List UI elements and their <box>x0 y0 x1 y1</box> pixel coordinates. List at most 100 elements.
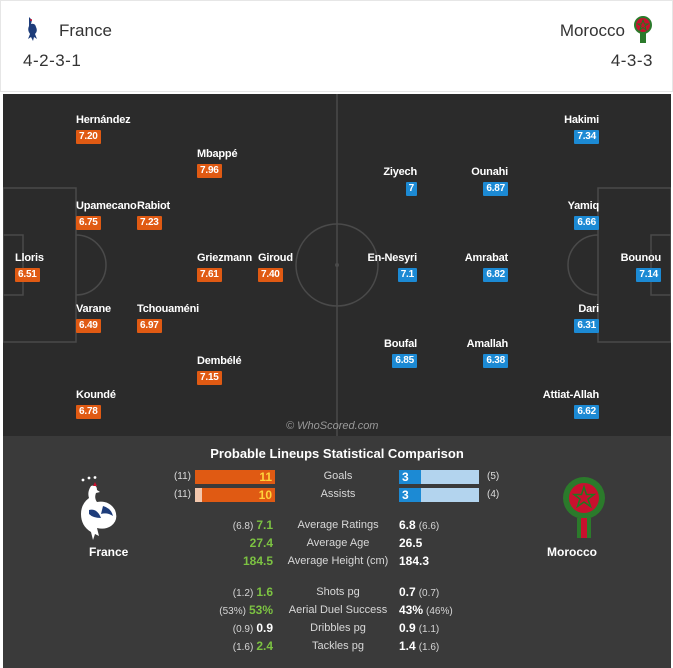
away-assists-previous: (4) <box>487 489 500 500</box>
player-rating: 6.38 <box>483 354 508 368</box>
stat-label: Average Age <box>306 537 370 549</box>
player-giroud[interactable]: Giroud 7.40 <box>258 252 293 282</box>
stat-row-average-age: 27.4 Average Age 26.5 <box>3 536 671 552</box>
player-tchouameni[interactable]: Tchouaméni 6.97 <box>137 303 199 333</box>
away-assists-value: 3 <box>402 488 409 502</box>
away-team-name[interactable]: Morocco <box>559 21 625 40</box>
player-name: Hakimi <box>564 114 599 126</box>
player-bounou[interactable]: Bounou 7.14 <box>621 252 661 282</box>
player-rating: 6.51 <box>15 268 40 282</box>
player-rating: 6.31 <box>574 319 599 333</box>
stat-label: Average Ratings <box>297 519 379 531</box>
home-team-name[interactable]: France <box>59 21 112 40</box>
home-value: 184.5 <box>242 554 273 568</box>
stat-label: Dribbles pg <box>310 622 366 634</box>
player-kounde[interactable]: Koundé 6.78 <box>76 389 116 419</box>
comparison-title: Probable Lineups Statistical Comparison <box>210 446 464 461</box>
goals-label: Goals <box>323 470 353 482</box>
away-prev-value: (1.1) <box>418 624 440 635</box>
player-upamecano[interactable]: Upamecano 6.75 <box>76 200 137 230</box>
player-yamiq[interactable]: Yamiq 6.66 <box>568 200 599 230</box>
player-name: Tchouaméni <box>137 303 199 315</box>
stat-row-aerial-duel-success: (53%)53% Aerial Duel Success 43%(46%) <box>3 603 671 619</box>
player-name: Dembélé <box>197 355 242 367</box>
player-rating: 7 <box>405 182 417 196</box>
player-rating: 7.20 <box>76 130 101 144</box>
player-amrabat[interactable]: Amrabat 6.82 <box>465 252 508 282</box>
player-rating: 6.78 <box>76 405 101 419</box>
morocco-crest-icon[interactable] <box>556 474 612 544</box>
home-prev-value: (1.6) <box>232 642 254 653</box>
player-name: Yamiq <box>567 200 600 212</box>
home-goals-value: 11 <box>259 470 272 484</box>
home-goals-bar: 11 <box>195 470 275 484</box>
player-name: Rabiot <box>137 200 171 212</box>
player-hernandez[interactable]: Hernández 7.20 <box>76 114 131 144</box>
player-name: Griezmann <box>197 252 253 264</box>
player-mbappe[interactable]: Mbappé 7.96 <box>197 148 238 178</box>
player-rating: 6.97 <box>137 319 162 333</box>
player-rating: 6.82 <box>483 268 508 282</box>
player-name: Lloris <box>15 252 44 264</box>
statistical-comparison-panel: Probable Lineups Statistical Comparison … <box>3 436 671 668</box>
player-name: Ziyech <box>383 166 417 178</box>
player-griezmann[interactable]: Griezmann 7.61 <box>197 252 252 282</box>
stat-label: Average Height (cm) <box>287 555 389 567</box>
player-rating: 7.96 <box>197 164 222 178</box>
stat-row-tackles-pg: (1.6)2.4 Tackles pg 1.4(1.6) <box>3 639 671 655</box>
player-varane[interactable]: Varane 6.49 <box>76 303 111 333</box>
player-dari[interactable]: Dari 6.31 <box>574 303 599 333</box>
player-dembele[interactable]: Dembélé 7.15 <box>197 355 242 385</box>
player-rating: 7.40 <box>258 268 283 282</box>
away-team-label[interactable]: Morocco <box>547 545 598 559</box>
player-name: Attiat-Allah <box>542 389 599 401</box>
stat-label: Shots pg <box>316 586 360 598</box>
home-value: 7.1 <box>256 518 273 532</box>
stat-label: Tackles pg <box>312 640 364 652</box>
player-amallah[interactable]: Amallah 6.38 <box>467 338 508 368</box>
player-boufal[interactable]: Boufal 6.85 <box>384 338 417 368</box>
morocco-crest-icon[interactable] <box>633 15 653 45</box>
assists-comparison-row: (11) 10 Assists 3 (4) <box>3 487 671 503</box>
france-crest-icon[interactable] <box>67 474 123 544</box>
home-team-label[interactable]: France <box>89 545 129 559</box>
player-rating: 7.61 <box>197 268 222 282</box>
player-rating: 7.14 <box>636 268 661 282</box>
player-lloris[interactable]: Lloris 6.51 <box>15 252 44 282</box>
player-name: Varane <box>76 303 111 315</box>
away-goals-fill <box>399 470 421 484</box>
pitch-markings <box>3 94 671 436</box>
player-ziyech[interactable]: Ziyech 7 <box>383 166 417 196</box>
home-value: 0.9 <box>256 621 273 635</box>
away-assists-bar: 3 <box>399 488 479 502</box>
stat-row-average-height: 184.5 Average Height (cm) 184.3 <box>3 554 671 570</box>
home-prev-value: (0.9) <box>232 624 254 635</box>
away-goals-previous: (5) <box>487 471 500 482</box>
player-name: Amrabat <box>464 252 508 264</box>
player-hakimi[interactable]: Hakimi 7.34 <box>564 114 599 144</box>
home-formation: 4-2-3-1 <box>23 51 82 70</box>
player-attiat-allah[interactable]: Attiat-Allah 6.62 <box>543 389 599 419</box>
player-name: Ounahi <box>471 166 508 178</box>
player-name: Bounou <box>620 252 662 264</box>
away-formation: 4-3-3 <box>610 51 653 70</box>
player-name: Boufal <box>383 338 417 350</box>
player-en-nesyri[interactable]: En-Nesyri 7.1 <box>367 252 417 282</box>
match-header: France 4-2-3-1 Morocco 4-3-3 <box>0 0 673 92</box>
player-rating: 6.85 <box>392 354 417 368</box>
away-prev-value: (6.6) <box>418 521 440 532</box>
player-ounahi[interactable]: Ounahi 6.87 <box>471 166 508 196</box>
home-prev-value: (53%) <box>219 606 246 617</box>
away-value: 26.5 <box>399 536 423 550</box>
away-goals-bar: 3 <box>399 470 479 484</box>
player-rating: 6.87 <box>483 182 508 196</box>
player-rating: 7.1 <box>397 268 417 282</box>
stat-row-average-ratings: (6.8)7.1 Average Ratings 6.8(6.6) <box>3 518 671 534</box>
away-value: 0.7 <box>399 585 416 599</box>
player-rabiot[interactable]: Rabiot 7.23 <box>137 200 170 230</box>
away-value: 184.3 <box>399 554 430 568</box>
player-name: Amallah <box>466 338 509 350</box>
france-crest-icon[interactable] <box>23 15 43 45</box>
home-assists-fill <box>202 488 275 502</box>
player-rating: 6.75 <box>76 216 101 230</box>
